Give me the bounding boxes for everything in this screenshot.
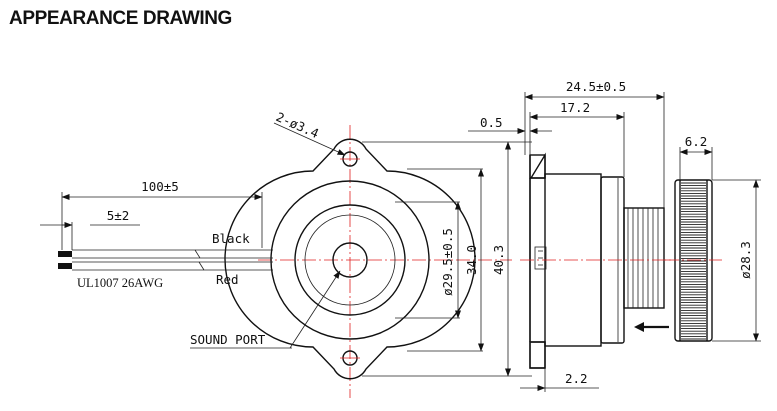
sound-port-leader: [289, 270, 341, 349]
total-length-label: 24.5±0.5: [566, 79, 626, 94]
sound-port-hole: [332, 242, 368, 278]
wire-spec-label: UL1007 26AWG: [77, 276, 163, 290]
front-body-ring: [294, 204, 406, 316]
dim-40-label: 40.3: [491, 245, 506, 275]
nut-body: [674, 179, 713, 342]
dim-34-label: 34.0: [464, 245, 479, 275]
wire-red-label: Red: [216, 272, 239, 287]
mounting-flange: [224, 138, 476, 380]
body-length-label: 17.2: [560, 100, 590, 115]
nut-dia-label: ø28.3: [738, 241, 753, 279]
side-flange-top: [529, 154, 546, 179]
strip-length-label: 5±2: [107, 208, 130, 223]
sound-port-label: SOUND PORT: [190, 332, 266, 347]
front-body-outer: [270, 180, 430, 340]
side-view: 24.5±0.5 17.2 0.5 2.2: [468, 79, 672, 392]
lead-length-label: 100±5: [141, 179, 179, 194]
side-flange-bottom: [529, 341, 546, 369]
terminal-dim-label: 2.2: [565, 371, 588, 386]
lead-wires: [58, 249, 273, 271]
dia-inner-label: ø29.5±0.5: [440, 228, 455, 296]
front-view: 100±5 5±2 Black Red UL1007 26AWG 2-ø3.4 …: [40, 109, 532, 398]
nut-view: 6.2 ø28.3: [665, 134, 761, 342]
nut-thickness-label: 6.2: [685, 134, 708, 149]
front-body-inner: [304, 214, 396, 306]
nut-knurl: [681, 182, 706, 340]
mount-hole-leader: [273, 122, 346, 156]
drawing-heading: APPEARANCE DRAWING: [9, 8, 232, 29]
side-thread: [623, 207, 665, 309]
wire-black-label: Black: [212, 231, 250, 246]
side-terminal: [534, 246, 547, 270]
flange-thickness-label: 0.5: [480, 115, 503, 130]
mount-hole-label: 2-ø3.4: [274, 109, 321, 141]
